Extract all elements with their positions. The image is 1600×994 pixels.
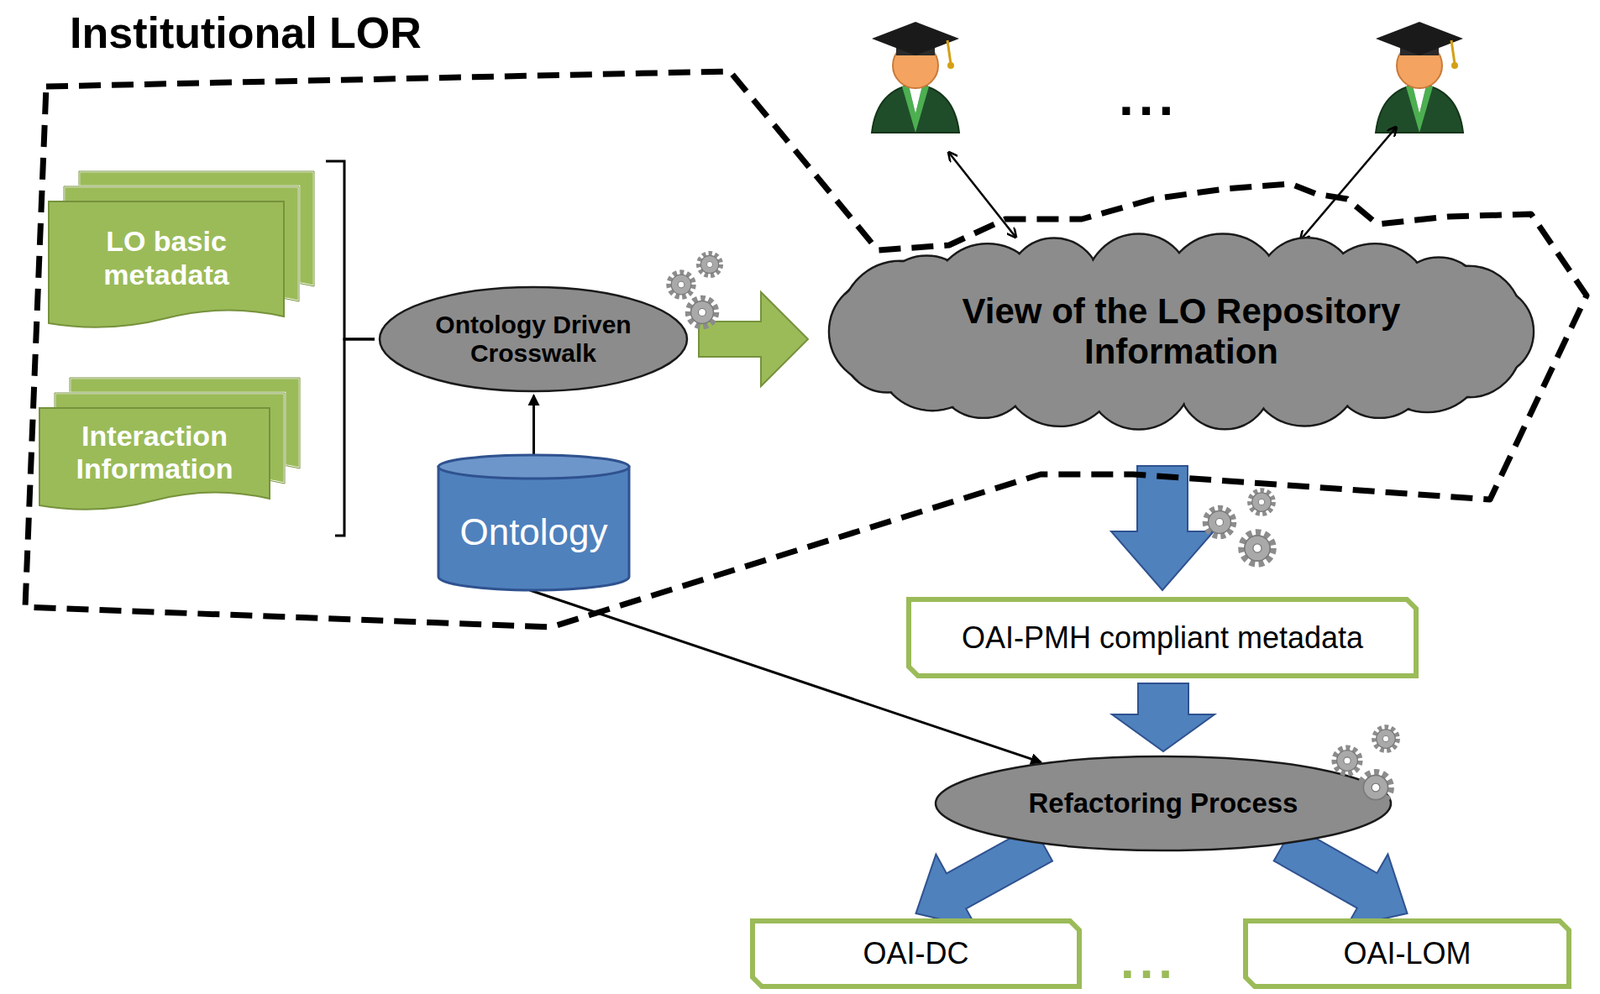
region-outline: Institutional LOR LO basic metadataIntera… — [16, 8, 1596, 647]
region-title: Institutional LOR — [69, 8, 422, 59]
process-ellipse: Refactoring Process — [933, 755, 1393, 853]
access-arrow — [949, 152, 1016, 237]
document-stack: LO basic metadata — [48, 171, 315, 329]
gear-icon — [1250, 491, 1273, 514]
block-arrow — [698, 292, 808, 387]
document-stack: Interaction Information — [39, 377, 300, 511]
gear-icon — [688, 299, 716, 326]
node-label: OAI-LOM — [1342, 936, 1471, 971]
student-icon — [871, 21, 960, 133]
arrow-connector — [532, 395, 536, 456]
format-box: OAI-DC — [750, 918, 1082, 990]
database-cylinder: Ontology — [436, 453, 631, 593]
gear-icon — [1361, 773, 1391, 803]
gear-icon — [1206, 508, 1233, 536]
node-label: View of the LO Repository Information — [929, 291, 1434, 373]
node-label: LO basic metadata — [78, 225, 255, 291]
gear-icon — [1335, 749, 1360, 774]
gear-icon — [669, 272, 693, 297]
node-label: Refactoring Process — [1028, 787, 1299, 820]
gear-icon — [1374, 728, 1397, 751]
student-icon — [1375, 21, 1464, 133]
block-arrow — [1111, 466, 1214, 591]
ellipsis-label: ... — [1120, 932, 1178, 991]
metadata-box: OAI-PMH compliant metadata — [906, 597, 1419, 679]
node-label: OAI-DC — [863, 936, 970, 971]
process-ellipse: Ontology Driven Crosswalk — [377, 285, 689, 394]
node-label: Interaction Information — [53, 419, 256, 486]
bracket-connector — [325, 161, 375, 340]
bracket-connector — [335, 339, 375, 536]
repository-cloud: View of the LO Repository Information — [826, 230, 1537, 433]
node-label: Ontology — [459, 511, 608, 555]
block-arrow — [1112, 683, 1215, 752]
node-label: OAI-PMH compliant metadata — [961, 620, 1364, 656]
gear-icon — [1242, 533, 1272, 563]
node-label: Ontology Driven Crosswalk — [411, 310, 656, 369]
access-arrow — [1300, 127, 1396, 240]
ellipsis-label: ... — [1118, 65, 1179, 128]
gear-icon — [699, 254, 721, 276]
format-box: OAI-LOM — [1243, 918, 1572, 990]
